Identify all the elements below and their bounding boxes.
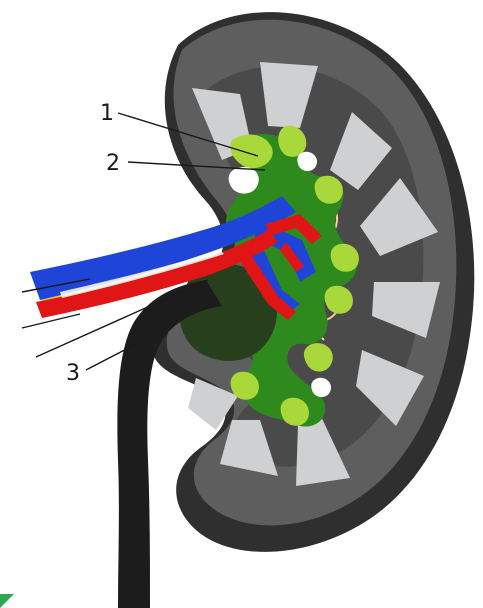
callout-number-3: 3 — [66, 361, 80, 386]
corner-marker — [0, 594, 14, 608]
callout-number-1: 1 — [100, 101, 114, 126]
callout-number-2: 2 — [106, 151, 120, 176]
